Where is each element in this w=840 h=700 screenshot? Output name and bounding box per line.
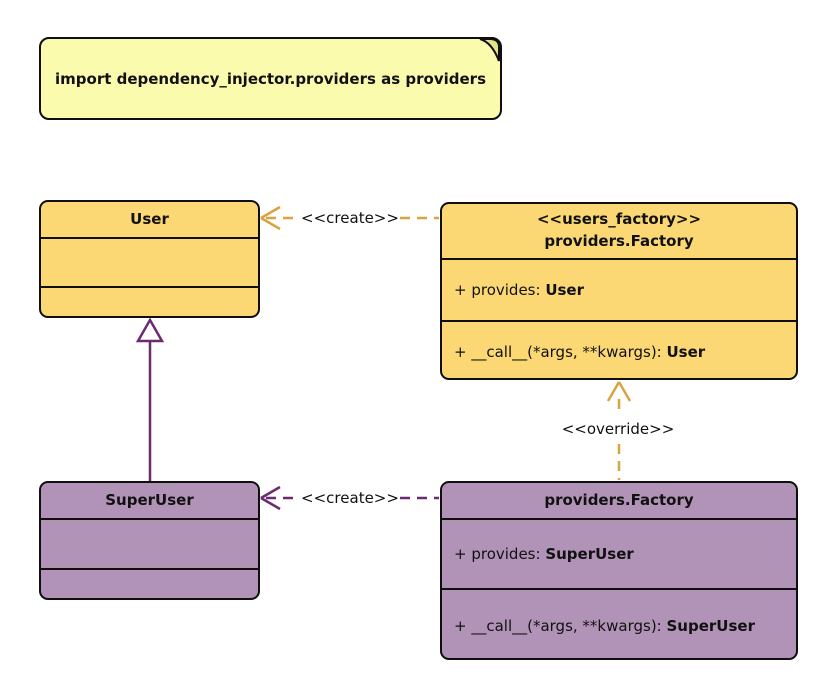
class-super-user-title: SuperUser bbox=[105, 490, 194, 509]
class-super-users-factory-title: providers.Factory bbox=[544, 490, 694, 509]
attribute-prefix: + provides: bbox=[454, 545, 546, 563]
attribute-prefix: + provides: bbox=[454, 281, 546, 299]
create-super-user-label: <<create>> bbox=[301, 489, 399, 507]
class-user: User bbox=[39, 200, 260, 318]
override-label: <<override>> bbox=[562, 420, 675, 438]
class-super-user-methods-compartment bbox=[41, 568, 258, 598]
note-text: import dependency_injector.providers as … bbox=[55, 69, 487, 88]
class-users-factory-stereotype: <<users_factory>> bbox=[536, 210, 702, 229]
edge-create-super-user: <<create>> bbox=[260, 485, 439, 511]
class-super-user-fields-compartment bbox=[41, 518, 258, 568]
class-user-fields-compartment bbox=[41, 237, 258, 286]
attribute-provides-user: + provides: User bbox=[442, 258, 796, 320]
create-super-user-arrowhead-icon bbox=[260, 485, 281, 511]
method-prefix: + __call__(*args, **kwargs): bbox=[454, 343, 667, 361]
override-arrowhead-icon bbox=[606, 381, 632, 402]
method-prefix: + __call__(*args, **kwargs): bbox=[454, 617, 667, 635]
attribute-type: User bbox=[545, 281, 584, 299]
edge-override: <<override>> bbox=[562, 381, 675, 480]
attribute-provides-super-user: + provides: SuperUser bbox=[442, 518, 796, 588]
method-call-user: + __call__(*args, **kwargs): User bbox=[442, 320, 796, 378]
note-import-providers: import dependency_injector.providers as … bbox=[39, 37, 502, 120]
create-user-label: <<create>> bbox=[301, 209, 399, 227]
class-users-factory: <<users_factory>> providers.Factory + pr… bbox=[440, 202, 798, 380]
inheritance-arrow bbox=[135, 317, 165, 481]
class-user-title: User bbox=[130, 209, 169, 228]
method-return-type: SuperUser bbox=[666, 617, 755, 635]
method-call-super-user: + __call__(*args, **kwargs): SuperUser bbox=[442, 588, 796, 658]
class-super-user: SuperUser bbox=[39, 481, 260, 600]
inheritance-triangle-icon bbox=[135, 317, 165, 343]
class-users-factory-name: providers.Factory bbox=[544, 232, 694, 250]
create-user-arrowhead-icon bbox=[260, 205, 281, 231]
class-super-users-factory: providers.Factory + provides: SuperUser … bbox=[440, 481, 798, 660]
attribute-type: SuperUser bbox=[545, 545, 634, 563]
method-return-type: User bbox=[666, 343, 706, 361]
class-user-methods-compartment bbox=[41, 286, 258, 316]
note-fold-icon bbox=[479, 38, 500, 62]
class-users-factory-title: <<users_factory>> providers.Factory bbox=[442, 204, 796, 258]
edge-create-user: <<create>> bbox=[260, 205, 439, 231]
